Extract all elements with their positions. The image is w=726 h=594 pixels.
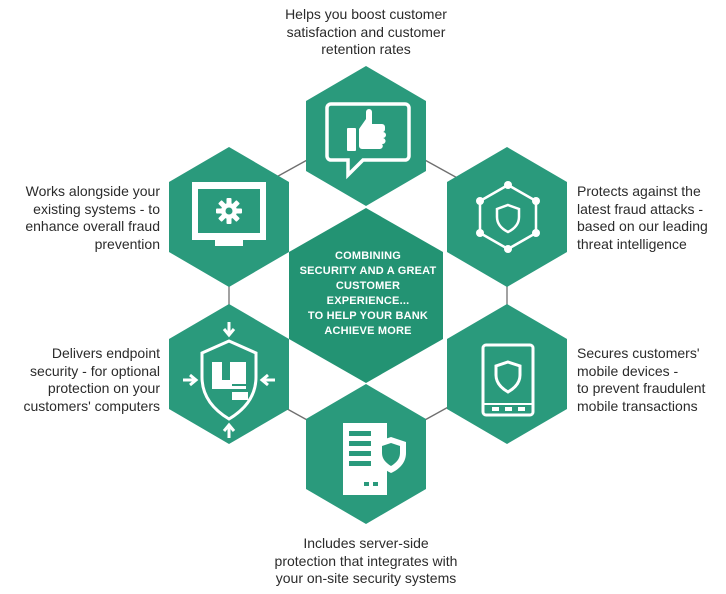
label-lower-left: Delivers endpoint security - for optiona… (4, 345, 161, 415)
server-shield-icon (343, 423, 406, 495)
label-upper-right: Protects against the latest fraud attack… (577, 183, 722, 253)
label-line: protection that integrates with (274, 552, 458, 569)
label-line: Works alongside your (25, 183, 160, 199)
mobile-shield-icon (481, 343, 535, 417)
label-line: satisfaction and customer (286, 23, 446, 40)
label-line: latest fraud attacks - (577, 200, 704, 217)
label-line: Helps you boost customer (285, 6, 447, 22)
monitor-gear-icon (192, 182, 266, 246)
label-line: mobile devices - (577, 362, 679, 379)
label-upper-left: Works alongside your existing systems - … (4, 183, 160, 253)
label-line: to prevent fraudulent (577, 380, 706, 396)
hexagon-lower-right (447, 304, 567, 444)
center-line: EXPERIENCE... (326, 295, 410, 307)
hexagon-upper-right (447, 147, 567, 287)
label-line: customers' computers (23, 397, 161, 414)
label-line: enhance overall fraud (25, 218, 160, 234)
center-line: ACHIEVE MORE (324, 325, 412, 337)
label-line: retention rates (321, 41, 411, 57)
label-line: threat intelligence (577, 235, 687, 252)
center-line: COMBINING (335, 250, 401, 262)
center-line: TO HELP YOUR BANK (307, 310, 429, 322)
center-line: SECURITY AND A GREAT (299, 265, 437, 277)
center-statement: COMBINING SECURITY AND A GREAT CUSTOMER … (283, 249, 453, 339)
label-line: security - for optional (30, 362, 160, 379)
label-line: Secures customers' (577, 345, 700, 361)
label-line: protection on your (47, 380, 160, 396)
label-lower-right: Secures customers' mobile devices - to p… (577, 345, 722, 415)
label-line: Protects against the (577, 183, 701, 199)
label-bottom: Includes server-side protection that int… (236, 535, 496, 588)
network-shield-icon (476, 181, 540, 253)
label-line: Delivers endpoint (51, 345, 160, 361)
label-line: your on-site security systems (275, 570, 457, 586)
thumbs-up-icon (325, 102, 411, 180)
center-line: CUSTOMER (335, 280, 401, 292)
endpoint-shield-icon (183, 322, 275, 438)
hexagon-center (289, 208, 443, 383)
label-line: Includes server-side (303, 535, 429, 551)
label-line: based on our leading (577, 218, 708, 234)
label-line: prevention (94, 235, 160, 252)
label-line: existing systems - to (33, 200, 160, 217)
label-top: Helps you boost customer satisfaction an… (246, 6, 486, 59)
label-line: mobile transactions (577, 397, 698, 414)
